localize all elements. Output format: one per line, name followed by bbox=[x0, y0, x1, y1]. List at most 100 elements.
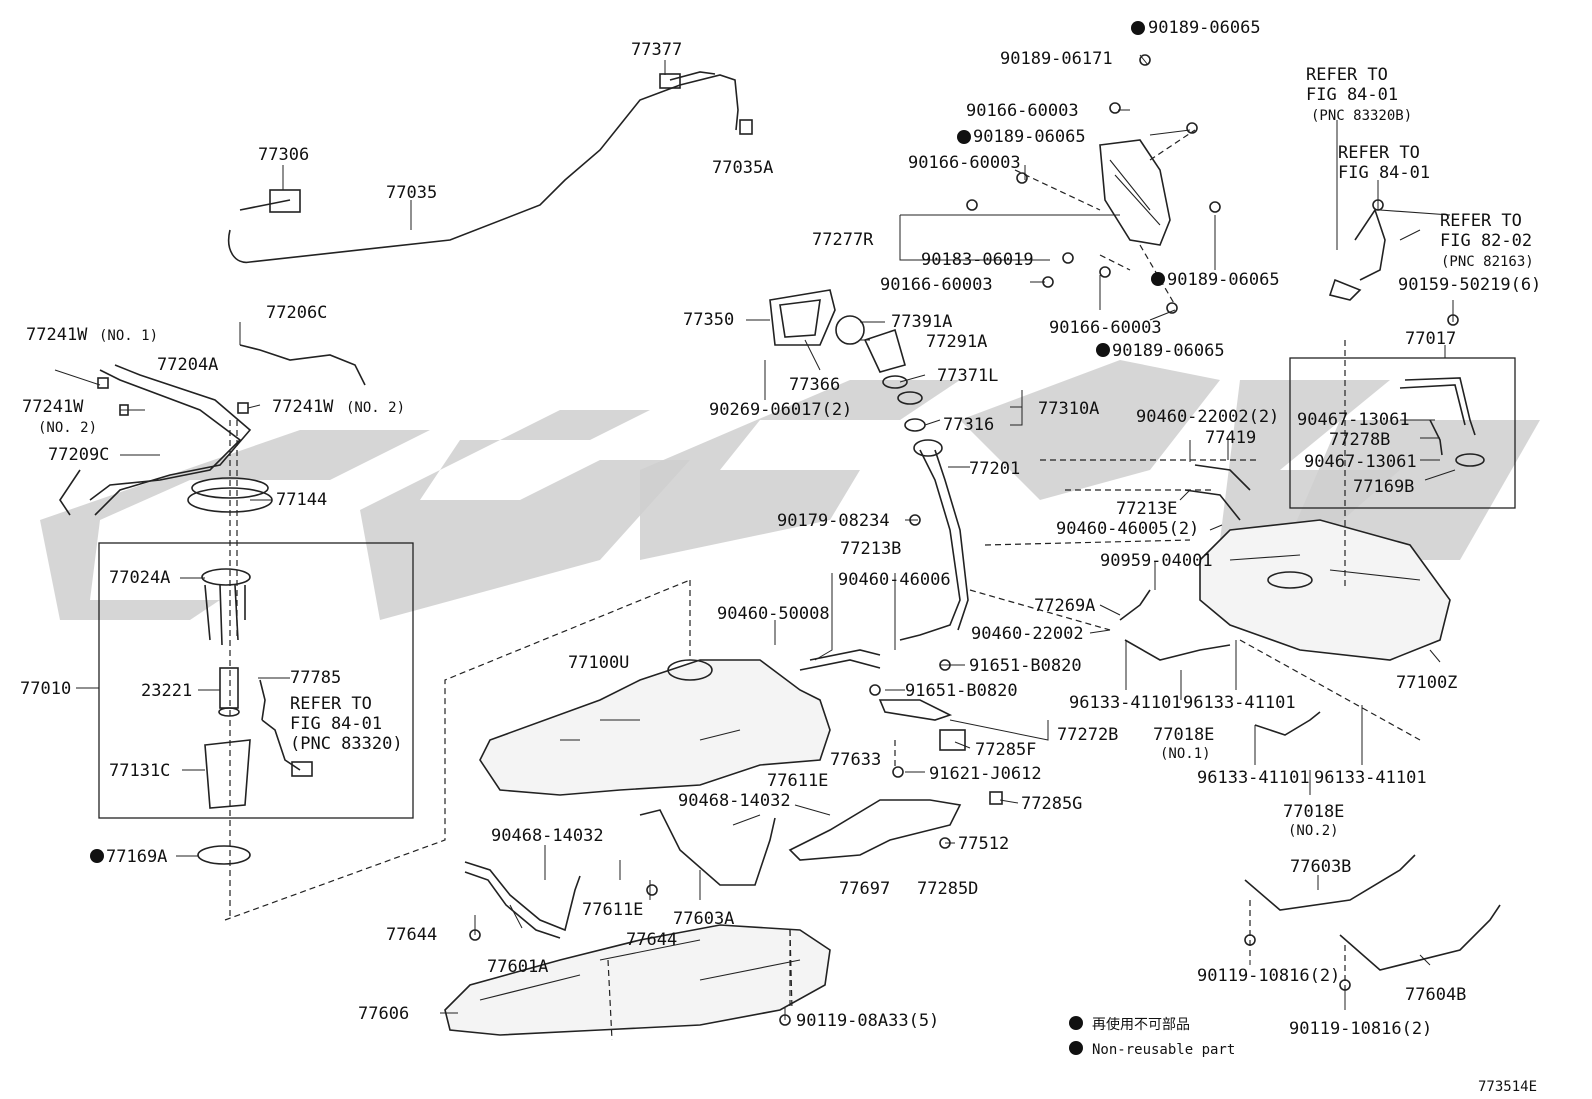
label-77603B: 77603B bbox=[1290, 857, 1351, 877]
sender-gauge-77017 bbox=[1328, 208, 1485, 590]
label-77206C: 77206C bbox=[266, 303, 327, 323]
label-77169A: 77169A bbox=[106, 847, 167, 867]
label-91621: 91621-J0612 bbox=[929, 764, 1042, 784]
label-77611E-b: 77611E bbox=[582, 900, 643, 920]
label-77024A: 77024A bbox=[109, 568, 170, 588]
label-77785: 77785 bbox=[290, 668, 341, 688]
label-90166-a: 90166-60003 bbox=[966, 101, 1079, 121]
label-77306: 77306 bbox=[258, 145, 309, 165]
label-90166-d: 90166-60003 bbox=[1049, 318, 1162, 338]
filler-pipe-assembly bbox=[769, 289, 969, 671]
label-77350: 77350 bbox=[683, 310, 734, 330]
label-90467-a: 90467-13061 bbox=[1297, 410, 1410, 430]
label-77606: 77606 bbox=[358, 1004, 409, 1024]
label-90269: 90269-06017(2) bbox=[709, 400, 852, 420]
label-96133-a: 96133-41101 bbox=[1069, 693, 1182, 713]
ref4-line1: REFER TO bbox=[290, 694, 372, 714]
non-reusable-markers bbox=[90, 21, 1165, 1055]
label-90189-06065-a: 90189-06065 bbox=[1148, 18, 1261, 38]
label-77169B: 77169B bbox=[1353, 477, 1414, 497]
label-96133-b: 96133-41101 bbox=[1183, 693, 1296, 713]
label-96133-d: 96133-41101 bbox=[1314, 768, 1427, 788]
label-77371L: 77371L bbox=[937, 366, 998, 386]
fasteners bbox=[469, 54, 1459, 1026]
ref1-line1: REFER TO bbox=[1306, 65, 1388, 85]
label-90468-a: 90468-14032 bbox=[678, 791, 791, 811]
label-77018E-1-note: (NO.1) bbox=[1160, 746, 1211, 762]
label-77285D: 77285D bbox=[917, 879, 978, 899]
label-90189-06171: 90189-06171 bbox=[1000, 49, 1113, 69]
fuel-tank-77100Z bbox=[1199, 519, 1451, 661]
label-90119-10816-b: 90119-10816(2) bbox=[1289, 1019, 1432, 1039]
label-90119-10816-a: 90119-10816(2) bbox=[1197, 966, 1340, 986]
box-77010 bbox=[98, 542, 414, 819]
ref3-line1: REFER TO bbox=[1440, 211, 1522, 231]
label-91651-b: 91651-B0820 bbox=[905, 681, 1018, 701]
label-77601A: 77601A bbox=[487, 957, 548, 977]
ref1-line3: (PNC 83320B) bbox=[1311, 108, 1412, 124]
label-77316: 77316 bbox=[943, 415, 994, 435]
legend-english: Non-reusable part bbox=[1092, 1042, 1235, 1058]
label-91651-a: 91651-B0820 bbox=[969, 656, 1082, 676]
label-77512: 77512 bbox=[958, 834, 1009, 854]
label-77310A: 77310A bbox=[1038, 399, 1099, 419]
label-77277R: 77277R bbox=[812, 230, 874, 250]
label-77018E-1: 77018E bbox=[1153, 725, 1214, 745]
label-77366: 77366 bbox=[789, 375, 840, 395]
label-77697: 77697 bbox=[839, 879, 890, 899]
box-77017 bbox=[1289, 357, 1516, 509]
label-77241W-1: 77241W bbox=[26, 325, 88, 345]
tank-brackets bbox=[788, 699, 1003, 861]
label-77285F: 77285F bbox=[975, 740, 1036, 760]
legend: 再使用不可部品 Non-reusable part bbox=[1092, 1016, 1235, 1058]
label-90189-06065-c: 90189-06065 bbox=[1167, 270, 1280, 290]
label-90189-06065-b: 90189-06065 bbox=[973, 127, 1086, 147]
label-90166-c: 90166-60003 bbox=[880, 275, 993, 295]
label-77291A: 77291A bbox=[926, 332, 987, 352]
label-77209C: 77209C bbox=[48, 445, 109, 465]
label-77269A: 77269A bbox=[1034, 596, 1095, 616]
label-90166-b: 90166-60003 bbox=[908, 153, 1021, 173]
ref4-line2: FIG 84-01 bbox=[290, 714, 382, 734]
fuel-pump-assembly bbox=[187, 420, 313, 920]
label-90179: 90179-08234 bbox=[777, 511, 890, 531]
part-labels: 77377 77306 77035 77035A 77206C 77241W (… bbox=[20, 18, 1541, 1039]
label-77604B: 77604B bbox=[1405, 985, 1466, 1005]
ref3-line2: FIG 82-02 bbox=[1440, 231, 1532, 251]
label-77241W-2a-note: (NO. 2) bbox=[38, 420, 97, 436]
label-77010: 77010 bbox=[20, 679, 71, 699]
label-96133-c: 96133-41101 bbox=[1197, 768, 1310, 788]
ref1-line2: FIG 84-01 bbox=[1306, 85, 1398, 105]
label-77285G: 77285G bbox=[1021, 794, 1082, 814]
tank-straps bbox=[464, 809, 1501, 971]
label-77035A: 77035A bbox=[712, 158, 773, 178]
label-77644-b: 77644 bbox=[626, 930, 677, 950]
label-90468-b: 90468-14032 bbox=[491, 826, 604, 846]
label-77213B: 77213B bbox=[840, 539, 901, 559]
label-77377: 77377 bbox=[631, 40, 682, 60]
figure-id: 773514E bbox=[1478, 1079, 1537, 1095]
label-77017: 77017 bbox=[1405, 329, 1456, 349]
label-77131C: 77131C bbox=[109, 761, 170, 781]
label-77018E-2-note: (NO.2) bbox=[1288, 823, 1339, 839]
label-77204A: 77204A bbox=[157, 355, 218, 375]
label-77241W-2b-note: (NO. 2) bbox=[346, 400, 405, 416]
ref4-line3: (PNC 83320) bbox=[290, 734, 403, 754]
label-77272B: 77272B bbox=[1057, 725, 1118, 745]
label-90460-46005: 90460-46005(2) bbox=[1056, 519, 1199, 539]
label-77100U: 77100U bbox=[568, 653, 629, 673]
label-77644-a: 77644 bbox=[386, 925, 437, 945]
label-77241W-2a: 77241W bbox=[22, 397, 84, 417]
ref3-line3: (PNC 82163) bbox=[1441, 254, 1534, 270]
label-90959: 90959-04001 bbox=[1100, 551, 1213, 571]
ref2-line2: FIG 84-01 bbox=[1338, 163, 1430, 183]
label-77611E-a: 77611E bbox=[767, 771, 828, 791]
label-77035: 77035 bbox=[386, 183, 437, 203]
label-77201: 77201 bbox=[969, 459, 1020, 479]
label-90460-22002: 90460-22002 bbox=[971, 624, 1084, 644]
label-77241W-2b: 77241W bbox=[272, 397, 334, 417]
label-90467-b: 90467-13061 bbox=[1304, 452, 1417, 472]
legend-japanese: 再使用不可部品 bbox=[1092, 1016, 1190, 1033]
